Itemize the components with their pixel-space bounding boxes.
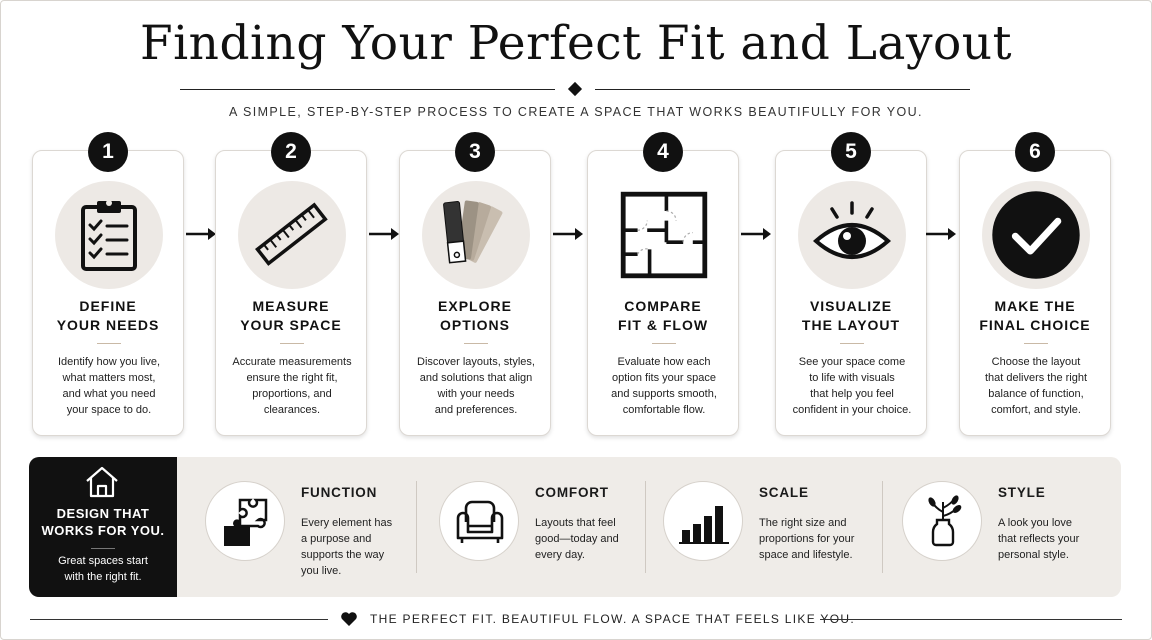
arrow-right-icon [741, 228, 771, 240]
feature-title: COMFORT [535, 485, 609, 500]
arrow-right-icon [186, 228, 216, 240]
checkmark-circle-icon [982, 181, 1090, 289]
diamond-ornament-icon [567, 81, 583, 97]
arrow-right-icon [369, 228, 399, 240]
step-number-badge: 4 [643, 132, 683, 172]
footer-tagline: THE PERFECT FIT. BEAUTIFUL FLOW. A SPACE… [370, 612, 855, 626]
heart-icon [341, 612, 357, 626]
footer-divider-left [30, 619, 328, 620]
step-number-badge: 2 [271, 132, 311, 172]
feature-title: STYLE [998, 485, 1046, 500]
armchair-icon [439, 481, 519, 561]
step-number-badge: 5 [831, 132, 871, 172]
step-number-badge: 6 [1015, 132, 1055, 172]
step-description: Identify how you live,what matters most,… [57, 356, 161, 416]
arrow-right-icon [926, 228, 956, 240]
floor-plan-icon [610, 181, 718, 289]
footer-divider-right [820, 619, 1122, 620]
feature-title: FUNCTION [301, 485, 378, 500]
clipboard-checklist-icon [55, 181, 163, 289]
arrow-right-icon [553, 228, 583, 240]
color-swatch-icon [422, 181, 530, 289]
vase-icon [902, 481, 982, 561]
step-description: Discover layouts, styles,and solutions t… [417, 356, 535, 416]
feature-title: SCALE [759, 485, 809, 500]
ruler-icon [238, 181, 346, 289]
house-icon [86, 466, 118, 498]
title-divider [180, 81, 970, 97]
step-number-badge: 3 [455, 132, 495, 172]
puzzle-icon [205, 481, 285, 561]
page-subtitle: A SIMPLE, STEP-BY-STEP PROCESS TO CREATE… [229, 105, 923, 119]
bar-chart-icon [663, 481, 743, 561]
page-title: Finding Your Perfect Fit and Layout [140, 16, 1012, 71]
eye-icon [798, 181, 906, 289]
step-number-badge: 1 [88, 132, 128, 172]
